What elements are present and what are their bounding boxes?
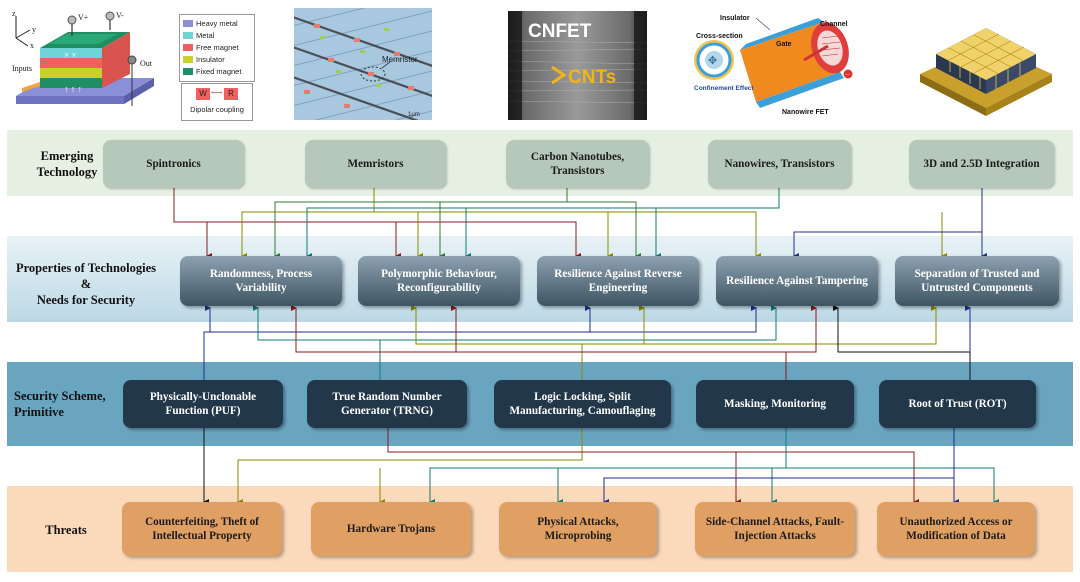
node-label: Root of Trust (ROT) [908, 398, 1007, 410]
vplus-label: V+ [78, 13, 89, 22]
3d-chip-image [916, 8, 1056, 120]
node-label: Spintronics [146, 158, 201, 170]
scale-label: 1μm [408, 112, 420, 118]
legend-label: Fixed magnet [196, 66, 242, 76]
node-label: Separation of Trusted and Untrusted Comp… [914, 268, 1040, 294]
metal-swatch [183, 31, 193, 39]
puf-node: Physically-Unclonable Function (PUF) [123, 380, 283, 428]
vminus-label: V- [116, 11, 124, 20]
dipolar-coupling-box: W R ⟷ Dipolar coupling [181, 83, 253, 121]
masking-node: Masking, Monitoring [696, 380, 854, 428]
row-label-security: Security Scheme, Primitive [14, 388, 118, 420]
row-label-text: Security Scheme, Primitive [14, 389, 106, 419]
row-label-properties: Properties of Technologies & Needs for S… [12, 260, 160, 308]
memristors-node: Memristors [305, 140, 446, 188]
coupling-r-label: R [224, 88, 238, 100]
row-label-text: Emerging Technology [36, 149, 98, 179]
reverse-engineering-node: Resilience Against Reverse Engineering [537, 256, 699, 306]
legend-label: Metal [196, 30, 215, 40]
out-label: Out [140, 59, 153, 68]
node-label: Resilience Against Tampering [726, 275, 868, 287]
confinement-label: Confinement Effect [694, 85, 754, 92]
carbon-nanotubes-node: Carbon Nanotubes, Transistors [506, 140, 649, 188]
legend-item: Free magnet [183, 42, 239, 52]
row-label-text: & [80, 277, 92, 291]
hardware-trojans-node: Hardware Trojans [311, 502, 471, 556]
svg-text:✥: ✥ [708, 55, 717, 67]
row-label-text: Properties of Technologies [15, 261, 157, 275]
nanowires-node: Nanowires, Transistors [708, 140, 851, 188]
node-label: Physically-Unclonable Function (PUF) [149, 391, 257, 417]
node-label: True Random Number Generator (TRNG) [332, 391, 442, 417]
svg-text:−: − [845, 70, 850, 79]
nanowire-fet-label: Nanowire FET [782, 109, 829, 116]
row-label-emerging: Emerging Technology [18, 148, 116, 180]
spintronics-legend: Heavy metal Metal Free magnet Insulator … [179, 14, 255, 82]
polymorphic-node: Polymorphic Behaviour, Reconfigurability [358, 256, 520, 306]
node-label: Counterfeiting, Theft of Intellectual Pr… [145, 516, 259, 542]
row-label-text: Needs for Security [36, 293, 136, 307]
legend-item: Heavy metal [183, 18, 238, 28]
svg-text:↑ ↑ ↑: ↑ ↑ ↑ [64, 84, 82, 94]
dipolar-coupling-label: Dipolar coupling [190, 105, 244, 114]
nanowire-fet-image: − ✥ Insulator Gate Channel Cross-section… [690, 8, 862, 120]
axis-x-label: x [30, 41, 34, 50]
coupling-w-label: W [196, 88, 210, 100]
heavy-metal-swatch [183, 19, 193, 27]
spintronics-node: Spintronics [103, 140, 244, 188]
cnfet-title: CNFET [528, 21, 592, 42]
memristor-image: Memristor 1μm [294, 8, 432, 120]
row-label-text: Threats [45, 523, 87, 537]
node-label: Resilience Against Reverse Engineering [554, 268, 682, 294]
unauthorized-access-node: Unauthorized Access or Modification of D… [877, 502, 1035, 556]
spintronics-illustration: z y x Inputs V+ V- Out × × ↑ ↑ ↑ [6, 8, 176, 120]
legend-item: Insulator [183, 54, 225, 64]
fixed-magnet-swatch [183, 67, 193, 75]
node-label: Physical Attacks, Microprobing [537, 516, 619, 542]
node-label: 3D and 2.5D Integration [923, 158, 1040, 170]
node-label: Unauthorized Access or Modification of D… [899, 516, 1013, 542]
memristor-label: Memristor [382, 55, 418, 64]
legend-label: Free magnet [196, 42, 239, 52]
node-label: Masking, Monitoring [724, 398, 826, 410]
coupling-arrow: ⟷ [211, 88, 223, 97]
legend-item: Metal [183, 30, 214, 40]
insulator-swatch [183, 55, 193, 63]
gate-label: Gate [776, 41, 792, 48]
tampering-node: Resilience Against Tampering [716, 256, 878, 306]
node-label: Hardware Trojans [346, 523, 436, 535]
cnfet-image: CNFET CNTs [508, 11, 647, 120]
cnts-label: CNTs [568, 67, 616, 88]
inputs-label: Inputs [12, 64, 32, 73]
node-label: Nanowires, Transistors [724, 158, 835, 170]
legend-label: Heavy metal [196, 18, 238, 28]
counterfeiting-node: Counterfeiting, Theft of Intellectual Pr… [122, 502, 282, 556]
node-label: Logic Locking, Split Manufacturing, Camo… [509, 391, 656, 417]
trng-node: True Random Number Generator (TRNG) [307, 380, 467, 428]
node-label: Side-Channel Attacks, Fault-Injection At… [705, 516, 845, 542]
node-label: Polymorphic Behaviour, Reconfigurability [381, 268, 497, 294]
node-label: Memristors [347, 158, 404, 170]
separation-node: Separation of Trusted and Untrusted Comp… [895, 256, 1059, 306]
node-label: Carbon Nanotubes, Transistors [530, 151, 625, 177]
cross-section-label: Cross-section [696, 33, 743, 40]
axis-y-label: y [32, 25, 36, 34]
root-of-trust-node: Root of Trust (ROT) [879, 380, 1036, 428]
logic-locking-node: Logic Locking, Split Manufacturing, Camo… [494, 380, 671, 428]
side-channel-node: Side-Channel Attacks, Fault-Injection At… [695, 502, 855, 556]
svg-text:× ×: × × [64, 50, 76, 60]
channel-label: Channel [820, 21, 848, 28]
3d-integration-node: 3D and 2.5D Integration [909, 140, 1054, 188]
legend-item: Fixed magnet [183, 66, 241, 76]
randomness-node: Randomness, Process Variability [180, 256, 342, 306]
insulator-label: Insulator [720, 15, 750, 22]
node-label: Randomness, Process Variability [209, 268, 313, 294]
legend-label: Insulator [196, 54, 225, 64]
row-label-threats: Threats [26, 522, 106, 538]
physical-attacks-node: Physical Attacks, Microprobing [499, 502, 657, 556]
free-magnet-swatch [183, 43, 193, 51]
axis-z-label: z [12, 9, 16, 18]
